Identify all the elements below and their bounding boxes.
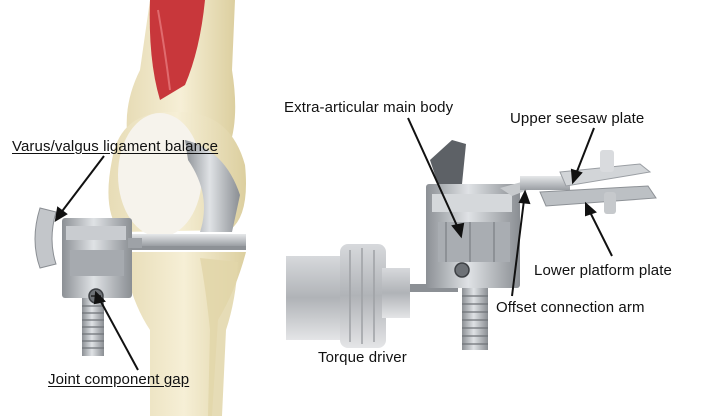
label-varus-valgus-balance: Varus/valgus ligament balance bbox=[12, 138, 218, 155]
knee-illustration bbox=[35, 0, 246, 416]
left-device bbox=[35, 208, 142, 356]
label-joint-component-gap: Joint component gap bbox=[48, 371, 189, 388]
extra-articular-main-body bbox=[426, 140, 520, 350]
label-torque-driver: Torque driver bbox=[318, 349, 407, 366]
device-detail bbox=[286, 140, 656, 350]
label-lower-platform-plate: Lower platform plate bbox=[534, 262, 672, 279]
label-upper-seesaw-plate: Upper seesaw plate bbox=[510, 110, 644, 127]
patella-cartilage bbox=[118, 113, 202, 237]
label-offset-connection-arm: Offset connection arm bbox=[496, 299, 645, 316]
label-extra-articular-main-body: Extra-articular main body bbox=[284, 99, 453, 116]
